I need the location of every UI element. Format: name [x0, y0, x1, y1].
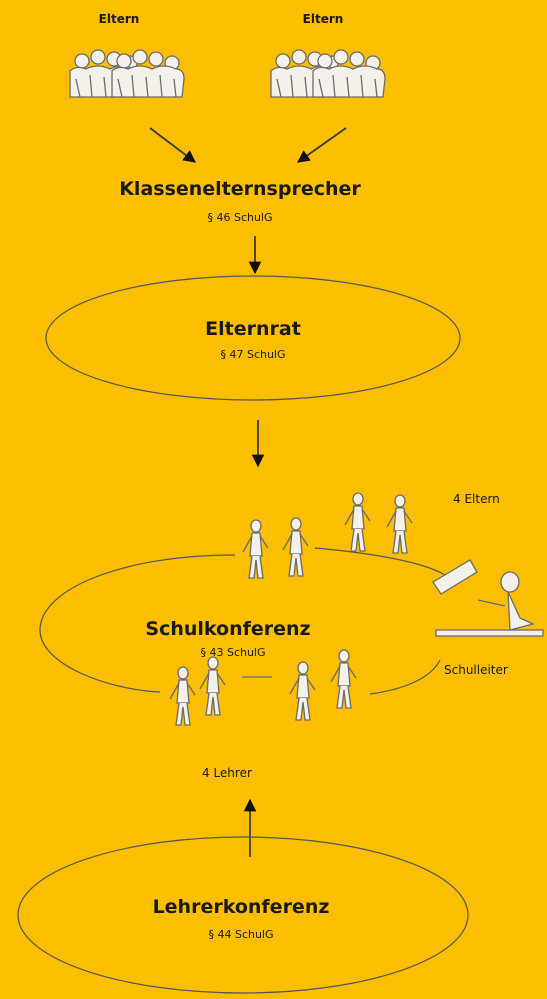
stick-figure-icon	[242, 519, 269, 579]
parents-crowd-icon	[69, 49, 185, 98]
parents-right-label: Eltern	[303, 12, 344, 26]
elternrat-law: § 47 SchulG	[220, 348, 285, 361]
stick-figure-icon	[282, 517, 309, 577]
parents-crowd-icon	[270, 49, 386, 98]
principal-at-desk-icon	[432, 559, 544, 637]
lehrerkonferenz-law: § 44 SchulG	[208, 928, 273, 941]
teacher-figures	[169, 649, 357, 726]
lehrerkonferenz-title: Lehrerkonferenz	[153, 896, 330, 918]
stick-figure-icon	[344, 492, 371, 552]
schulkonferenz-title: Schulkonferenz	[145, 618, 310, 640]
schulkonferenz-ellipse	[39, 547, 446, 695]
elternrat-ellipse	[45, 275, 461, 401]
lehrerkonferenz-ellipse	[17, 836, 469, 994]
klassenelternsprecher-law: § 46 SchulG	[207, 211, 272, 224]
parent-figures	[242, 492, 413, 579]
principal-label: Schulleiter	[444, 663, 508, 677]
stick-figure-icon	[169, 666, 196, 726]
parents-left-label: Eltern	[99, 12, 140, 26]
teachers-count-label: 4 Lehrer	[202, 766, 252, 780]
elternrat-title: Elternrat	[205, 318, 301, 340]
parents-count-label: 4 Eltern	[453, 492, 500, 506]
stick-figure-icon	[386, 494, 413, 554]
arrow-down-icon	[149, 127, 197, 163]
stick-figure-icon	[199, 656, 226, 716]
stick-figure-icon	[330, 649, 357, 709]
klassenelternsprecher-title: Klassenelternsprecher	[119, 178, 361, 200]
schulkonferenz-law: § 43 SchulG	[200, 646, 265, 659]
arrow-down-icon	[296, 127, 347, 163]
stick-figure-icon	[289, 661, 316, 721]
